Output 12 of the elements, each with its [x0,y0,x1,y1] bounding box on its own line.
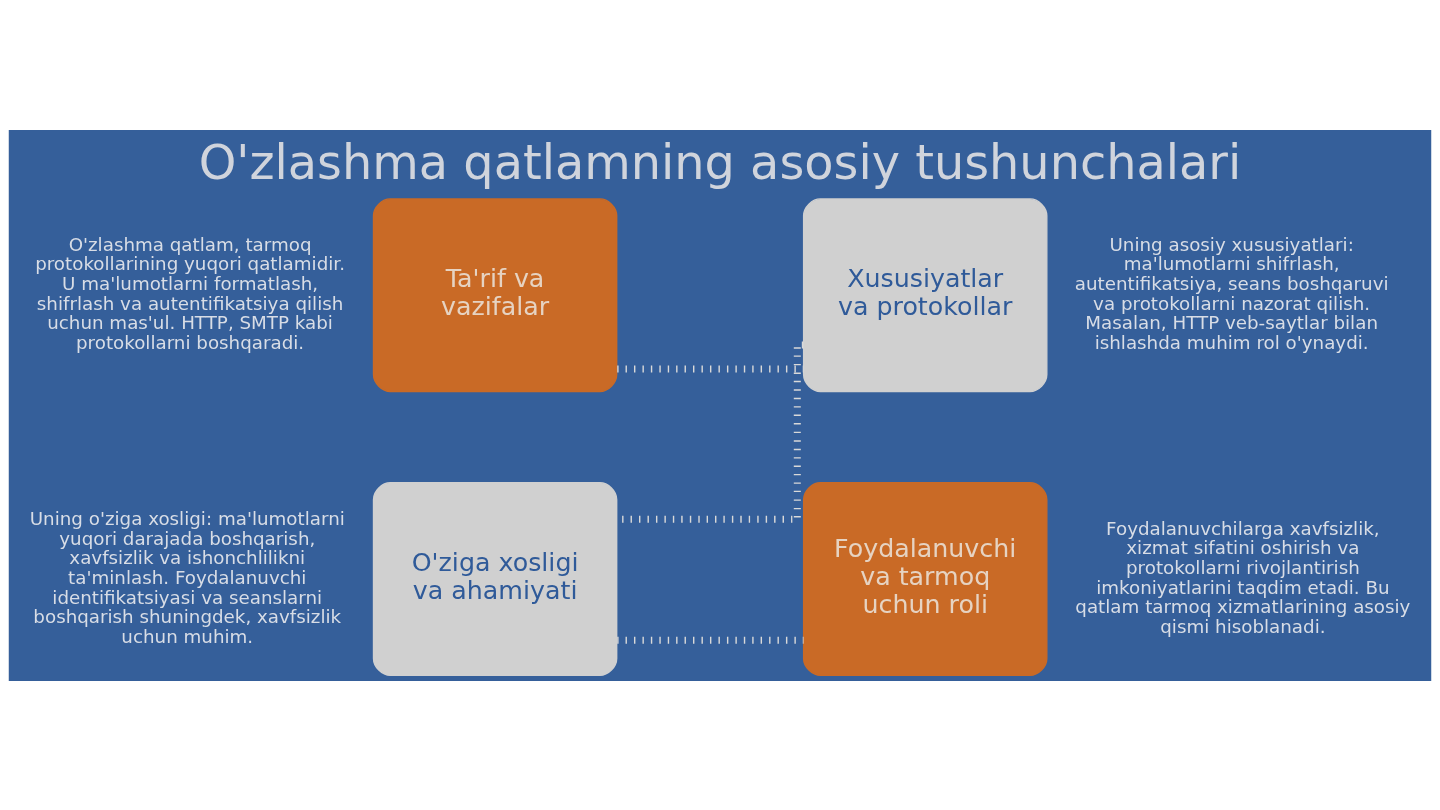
node-box: Foydalanuvchi va tarmoq uchun roli [802,481,1048,676]
node-label: Uning o'ziga xosligi: ma'lumotlarni yuqori darajada boshqarish, xavfsizlik va ishonchlilikni ta'minlash. Foydalanuvchi identifikatsiyasi va seanslarni boshqarish shuningdek, xavfsizlik uchun muhim. [29,507,345,647]
node-box: Xususiyatlar va protokollar [802,197,1048,392]
connector [616,341,804,523]
node-box: O'ziga xosligi va ahamiyati [372,481,618,676]
connector [617,636,804,644]
node-label: O'zlashma qatlam, tarmoq protokollarining yuqori qatlamidir. U ma'lumotlarni formatlash, shifrlash va autentifikatsiya qilish uchun mas'ul. HTTP, SMTP kabi protokollarni boshqaradi. [35,233,345,353]
node-box: Ta'rif va vazifalar [372,197,618,392]
node-label: Foydalanuvchilarga xavfsizlik, xizmat sifatini oshirish va protokollarni rivojlantirish imkoniyatlarini taqdim etadi. Bu qatlam tarmoq xizmatlarining asosiy qismi hisoblanadi. [1075,517,1411,637]
node-label: Uning asosiy xususiyatlari: ma'lumotlarni shifrlash, autentifikatsiya, seans boshqaruvi va protokollarni nazorat qilish. Masalan, HTTP veb-saytlar bilan ishlashda muhim rol o'ynaydi. [1074,233,1389,353]
diagram-title: O'zlashma qatlamning asosiy tushunchalari [198,134,1242,190]
connector [617,364,804,372]
